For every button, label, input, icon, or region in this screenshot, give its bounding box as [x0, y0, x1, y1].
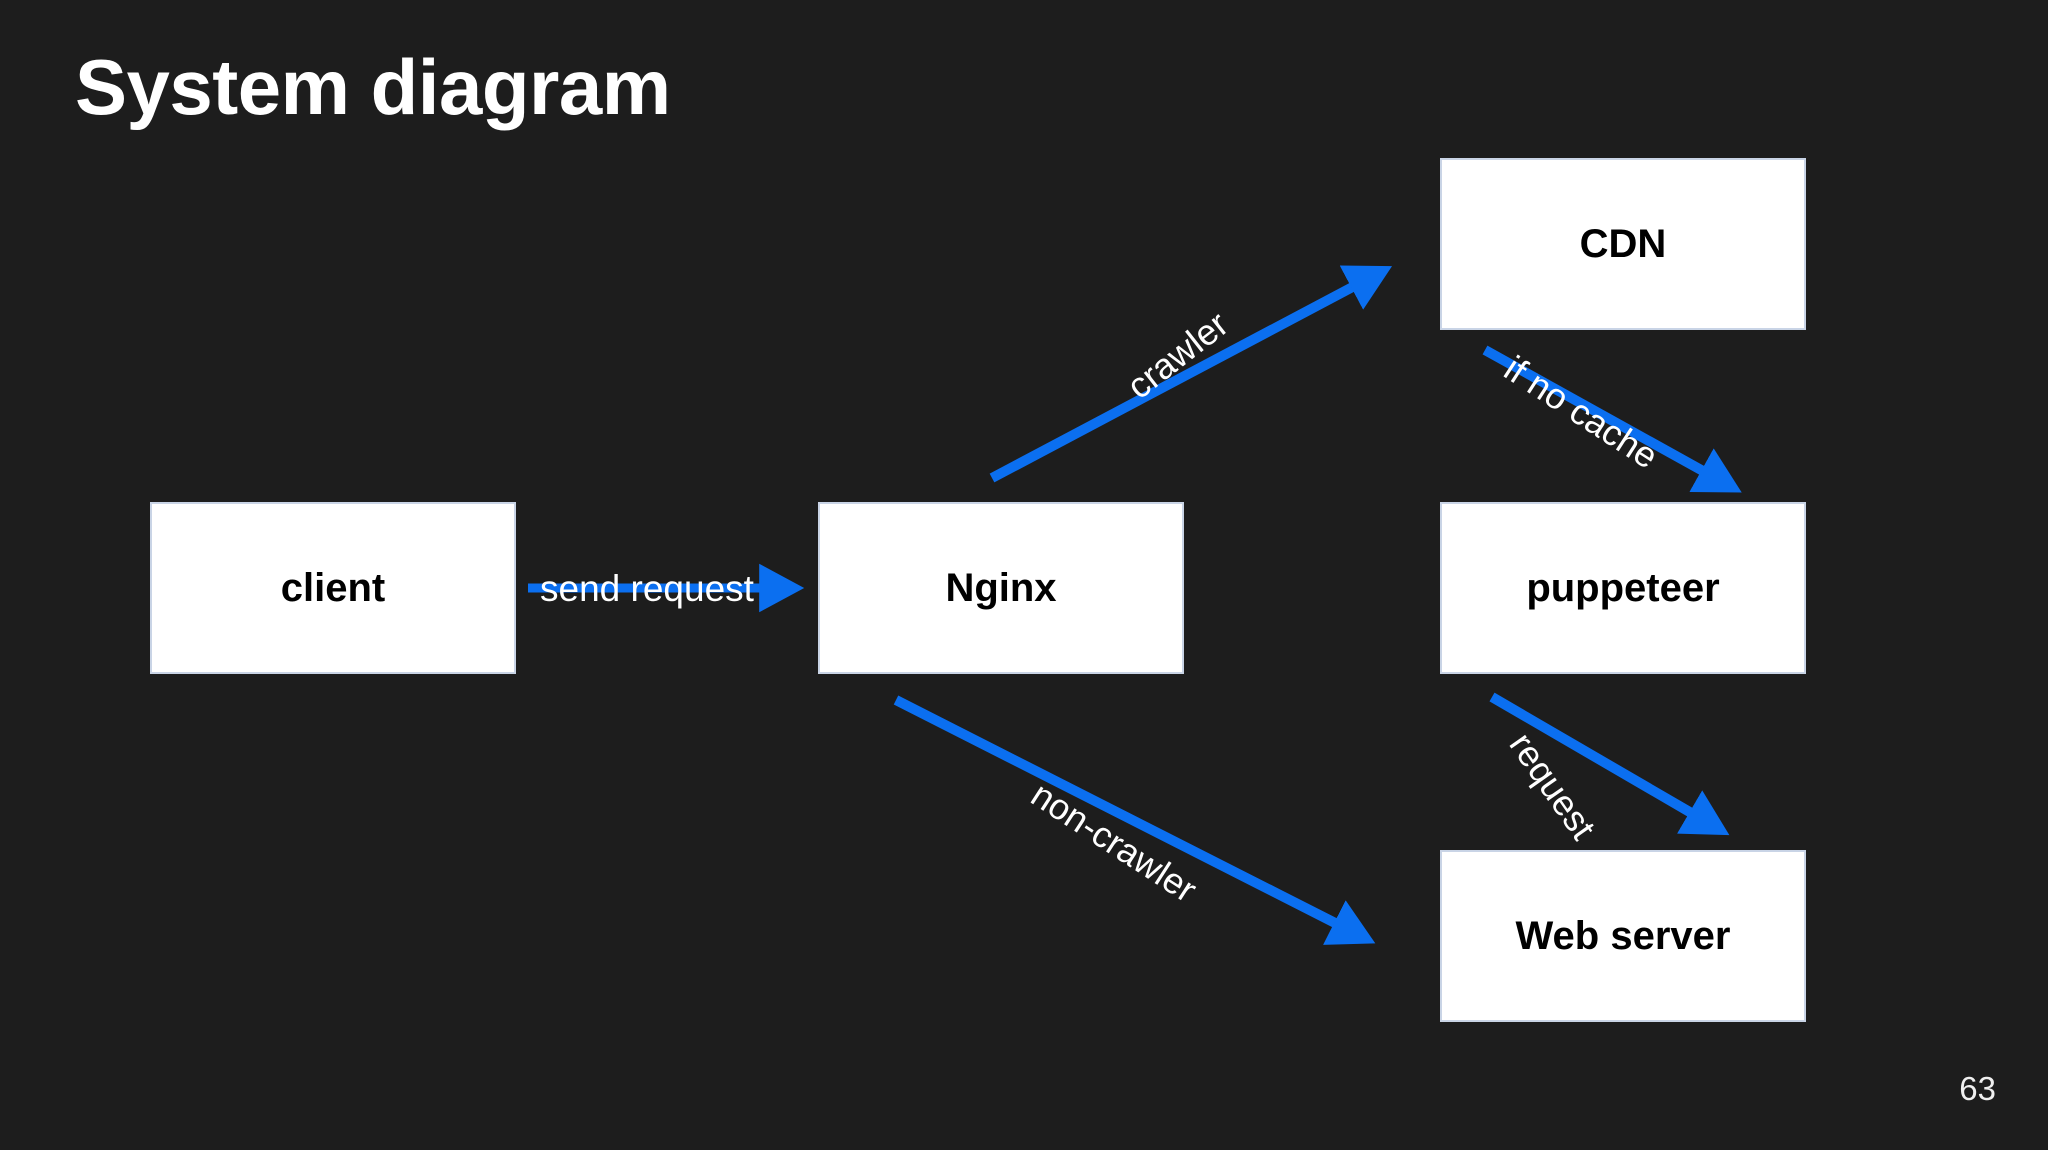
node-client-label: client	[280, 565, 386, 610]
node-nginx[interactable]: Nginx	[818, 502, 1184, 674]
node-cdn[interactable]: CDN	[1440, 158, 1806, 330]
node-webserver[interactable]: Web server	[1440, 850, 1806, 1022]
node-nginx-label: Nginx	[945, 565, 1057, 610]
edge-label-if-no-cache: if no cache	[1497, 347, 1666, 477]
node-puppeteer[interactable]: puppeteer	[1440, 502, 1806, 674]
node-puppeteer-label: puppeteer	[1526, 565, 1720, 610]
page-title: System diagram	[75, 43, 671, 131]
node-client[interactable]: client	[150, 502, 516, 674]
edge-non-crawler-arrow	[893, 695, 1376, 945]
edge-label-request: request	[1501, 724, 1605, 847]
page-number: 63	[1959, 1070, 1996, 1107]
node-webserver-label: Web server	[1515, 913, 1731, 958]
edge-label-crawler: crawler	[1119, 303, 1236, 407]
edge-label-send-request: send request	[540, 568, 754, 609]
edge-label-non-crawler: non-crawler	[1024, 773, 1205, 911]
node-cdn-label: CDN	[1579, 221, 1667, 266]
